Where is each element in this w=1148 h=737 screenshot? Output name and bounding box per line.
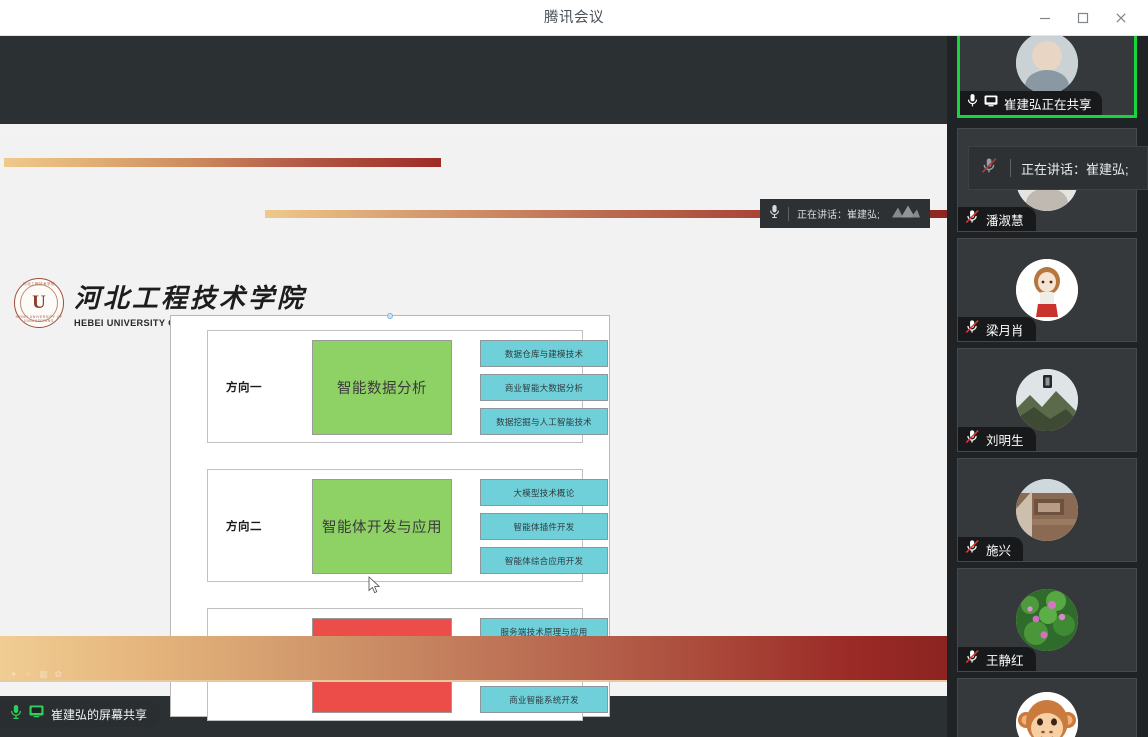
participant-name: 梁月肖 (986, 323, 1024, 338)
participant-name-chip: 梁月肖 (958, 317, 1036, 341)
microphone-muted-icon (965, 539, 980, 559)
direction-group[interactable]: 方向二 智能体开发与应用 大模型技术概论 智能体插件开发 智能体综合应用开发 (207, 469, 608, 582)
slide-ribbon-middle (265, 210, 947, 218)
school-seal-icon: 河北工程技术学院 U HEBEI UNIVERSITY OF ENGINEERI… (14, 278, 64, 328)
microphone-icon (967, 93, 978, 113)
participant-tile[interactable]: 王静红 (957, 568, 1137, 672)
participant-name-chip: 王静红 (958, 647, 1036, 671)
participant-name-chip: 施兴 (958, 537, 1024, 561)
participant-sidebar[interactable]: 崔建弘正在共享 潘淑慧 (947, 36, 1148, 737)
tooltip-text: 正在讲话：崔建弘; (1021, 161, 1129, 177)
course-list: 大模型技术概论 智能体插件开发 智能体综合应用开发 (480, 479, 608, 574)
slide-ribbon-top (4, 158, 441, 167)
seal-ring-top-text: 河北工程技术学院 (23, 282, 55, 286)
school-name-cn: 河北工程技术学院 (74, 284, 307, 313)
participant-name-chip: 潘淑慧 (958, 207, 1036, 231)
window-titlebar: 腾讯会议 (0, 0, 1148, 36)
avatar (1016, 479, 1078, 541)
participant-tile[interactable]: 刘明生 (957, 348, 1137, 452)
shared-screen-stage: 河北工程技术学院 U HEBEI UNIVERSITY OF ENGINEERI… (0, 36, 947, 737)
participant-name: 施兴 (986, 543, 1012, 558)
course-box[interactable]: 数据仓库与建模技术 (480, 340, 608, 367)
avatar (1016, 692, 1078, 737)
microphone-icon (10, 704, 22, 725)
participant-name: 刘明生 (986, 433, 1024, 448)
seal-ring-bottom-text: HEBEI UNIVERSITY OF ENGINEERING (15, 315, 63, 323)
speaker-bar-text: 正在讲话：崔建弘; (797, 210, 880, 221)
slide-footer-icons: ✦✧▦✿ (10, 669, 70, 679)
screen-share-tag: 崔建弘的屏幕共享 (0, 701, 162, 727)
course-box[interactable]: 数据挖掘与人工智能技术 (480, 408, 608, 435)
mouse-cursor (368, 576, 381, 595)
avatar (1016, 259, 1078, 321)
divider (1010, 159, 1011, 177)
seal-letter: U (32, 292, 46, 313)
course-box[interactable]: 大模型技术概论 (480, 479, 608, 506)
microphone-icon (769, 204, 780, 224)
participant-name: 潘淑慧 (986, 213, 1024, 228)
course-box[interactable]: 商业智能系统开发 (480, 686, 608, 713)
participant-tile[interactable] (957, 678, 1137, 737)
course-box[interactable]: 商业智能大数据分析 (480, 374, 608, 401)
participant-name-chip: 崔建弘正在共享 (960, 91, 1102, 115)
course-box[interactable]: 智能体综合应用开发 (480, 547, 608, 574)
minimize-button[interactable] (1026, 4, 1064, 32)
participant-tile[interactable]: 梁月肖 (957, 238, 1137, 342)
close-button[interactable] (1102, 4, 1140, 32)
microphone-muted-icon (965, 649, 980, 669)
direction-main-box[interactable]: 智能体开发与应用 (312, 479, 452, 574)
window-controls (1026, 0, 1140, 36)
participant-tile[interactable]: 崔建弘正在共享 (957, 36, 1137, 118)
microphone-muted-icon (981, 157, 998, 179)
participant-name: 崔建弘正在共享 (1004, 97, 1092, 112)
course-list: 数据仓库与建模技术 商业智能大数据分析 数据挖掘与人工智能技术 (480, 340, 608, 435)
participant-name: 王静红 (986, 653, 1024, 668)
speaking-tooltip: 正在讲话：崔建弘; (968, 146, 1148, 190)
screen-share-icon (984, 94, 998, 112)
course-box[interactable]: 智能体插件开发 (480, 513, 608, 540)
direction-label: 方向一 (226, 381, 262, 394)
maximize-button[interactable] (1064, 4, 1102, 32)
direction-main-box[interactable]: 智能数据分析 (312, 340, 452, 435)
microphone-muted-icon (965, 209, 980, 229)
window-title: 腾讯会议 (544, 10, 604, 26)
microphone-muted-icon (965, 319, 980, 339)
avatar (1016, 369, 1078, 431)
direction-label: 方向二 (226, 520, 262, 533)
direction-group[interactable]: 方向一 智能数据分析 数据仓库与建模技术 商业智能大数据分析 数据挖掘与人工智能… (207, 330, 608, 443)
avatar (1016, 36, 1078, 94)
participant-tile[interactable]: 施兴 (957, 458, 1137, 562)
divider (788, 206, 789, 221)
audio-wave-icon (892, 204, 920, 223)
screen-share-label: 崔建弘的屏幕共享 (51, 707, 148, 722)
microphone-muted-icon (965, 429, 980, 449)
floating-speaker-bar[interactable]: 正在讲话：崔建弘; (760, 199, 930, 228)
participant-name-chip: 刘明生 (958, 427, 1036, 451)
avatar (1016, 589, 1078, 651)
slide-ribbon-bottom: ✦✧▦✿ (0, 636, 947, 682)
selection-handle[interactable] (387, 313, 393, 319)
screen-share-icon (29, 705, 44, 723)
